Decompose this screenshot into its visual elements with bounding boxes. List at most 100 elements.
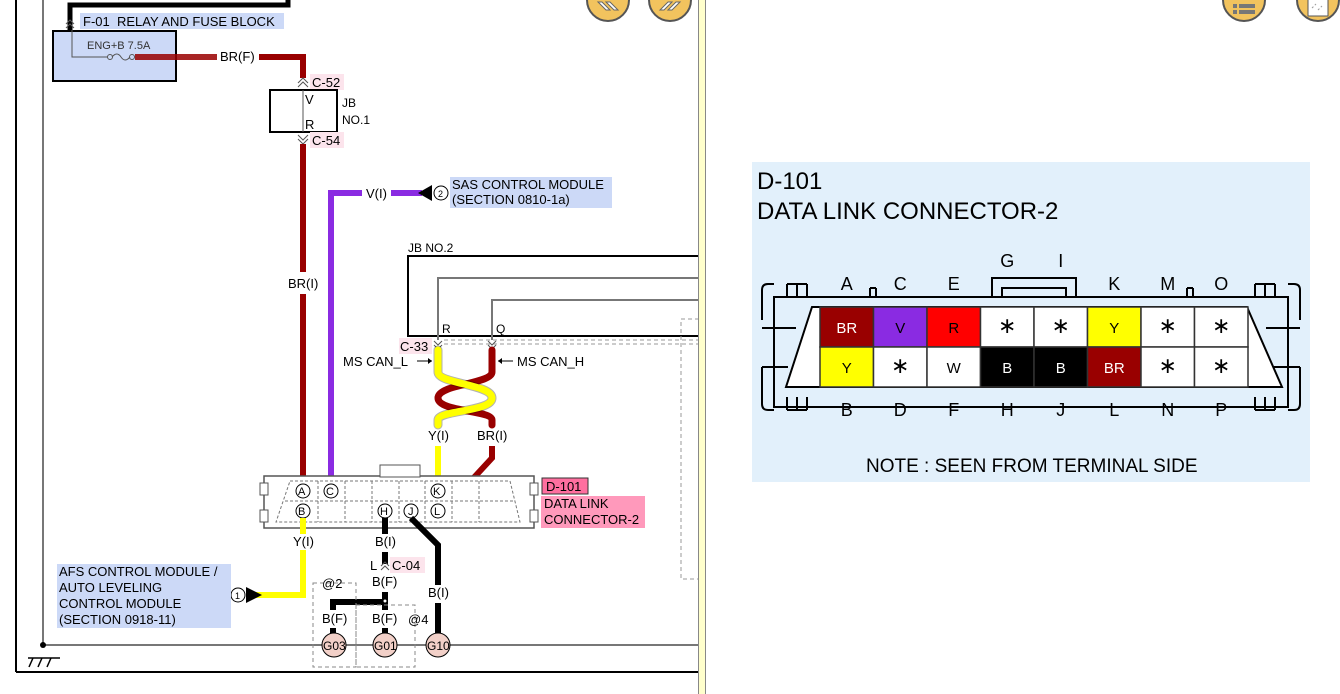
bri-twist-label: BR(I)	[477, 428, 507, 443]
sas-label-2[interactable]: (SECTION 0810-1a)	[452, 192, 570, 207]
ground-junction	[40, 642, 46, 648]
pin-cell-g[interactable]: ∗	[979, 306, 1035, 348]
notes-button[interactable]	[1296, 0, 1340, 22]
pin-cell-l[interactable]: BR	[1086, 346, 1142, 388]
afs-arrow-icon	[246, 587, 262, 603]
c33-label: C-33	[400, 339, 428, 354]
dlc-name-bg	[541, 496, 645, 528]
connector-code: D-101	[757, 168, 823, 195]
pin-wire-color: BR	[836, 320, 857, 337]
pin-cell-k[interactable]: Y	[1086, 306, 1142, 348]
bf-top-label: B(F)	[372, 574, 397, 589]
connector-title: DATA LINK CONNECTOR-2	[757, 198, 1059, 225]
can-h-twisted-wire	[434, 346, 496, 429]
bi-h-label: B(I)	[375, 534, 396, 549]
pin-cell-e[interactable]: R	[926, 306, 982, 348]
c52-label-bg	[310, 74, 344, 90]
svg-text:B: B	[298, 506, 305, 518]
pin-cell-h[interactable]: B	[979, 346, 1035, 388]
dlc-connector[interactable]	[259, 464, 539, 529]
pin-wire-color: ∗	[1159, 313, 1177, 338]
jb2-internal-r	[437, 277, 698, 340]
c54-label: C-54	[312, 133, 340, 148]
pin-cell-m[interactable]: ∗	[1140, 306, 1196, 348]
pin-wire-color: W	[947, 360, 962, 377]
pin-l[interactable]: L	[430, 503, 446, 519]
svg-text:G10: G10	[427, 639, 450, 653]
pin-cell-c[interactable]: V	[872, 306, 928, 348]
svg-text:J: J	[408, 506, 414, 518]
pin-cell-o[interactable]: ∗	[1193, 306, 1249, 348]
pin-cell-i[interactable]: ∗	[1033, 306, 1089, 348]
pin-k[interactable]: K	[430, 483, 446, 499]
afs-label-3[interactable]: CONTROL MODULE	[59, 596, 182, 611]
jb2-box[interactable]	[407, 255, 698, 337]
dashed-region-right	[680, 318, 698, 580]
fuse-lead	[71, 30, 108, 58]
svg-text:H: H	[380, 506, 388, 518]
list-icon	[1233, 4, 1255, 14]
sas-ref-number: 2	[438, 189, 443, 199]
jb2-pin-r: R	[442, 322, 451, 336]
pin-label-g: G	[1000, 251, 1014, 271]
bi-j-label: B(I)	[428, 585, 449, 600]
c52-label: C-52	[312, 75, 340, 90]
pin-cell-f[interactable]: W	[926, 346, 982, 388]
afs-label-1[interactable]: AFS CONTROL MODULE /	[59, 564, 218, 579]
ground-g03[interactable]: G03	[321, 632, 347, 658]
pin-label-n: N	[1161, 400, 1174, 420]
pin-label-l: L	[1109, 400, 1119, 420]
pin-a[interactable]: A	[295, 483, 311, 499]
can-h-arrowhead-icon	[498, 358, 502, 364]
jb2-pin-q: Q	[496, 322, 505, 336]
pin-cell-a[interactable]: BR	[819, 306, 875, 348]
afs-label-4[interactable]: (SECTION 0918-11)	[59, 612, 176, 627]
pin-cell-d[interactable]: ∗	[872, 346, 928, 388]
afs-label-2[interactable]: AUTO LEVELING	[59, 580, 162, 595]
pin-label-o: O	[1214, 274, 1228, 294]
relay-block-name: RELAY AND FUSE BLOCK	[117, 14, 275, 29]
afs-label-bg[interactable]	[57, 564, 231, 628]
pin-label-p: P	[1215, 400, 1227, 420]
pin-label-e: E	[948, 274, 960, 294]
list-menu-button[interactable]	[1222, 0, 1266, 22]
pin-wire-color: B	[1002, 360, 1012, 377]
can-h-label: MS CAN_H	[517, 354, 584, 369]
svg-text:K: K	[433, 486, 441, 498]
pin-b[interactable]: B	[295, 503, 311, 519]
pin-cell-n[interactable]: ∗	[1140, 346, 1196, 388]
fuse-label: ENG+B 7.5A	[87, 40, 151, 52]
pin-j[interactable]: J	[403, 503, 419, 519]
pin-wire-color: ∗	[1052, 313, 1070, 338]
bi-wire-j-a	[408, 515, 441, 585]
pin-cell-j[interactable]: B	[1033, 346, 1089, 388]
svg-text:G03: G03	[323, 639, 346, 653]
brf-wire-label: BR(F)	[220, 49, 255, 64]
bf-g03-label: B(F)	[322, 611, 347, 626]
ground-g01[interactable]: G01	[372, 632, 398, 658]
pin-c[interactable]: C	[323, 483, 339, 499]
pane-splitter[interactable]	[698, 0, 706, 694]
schematic-pane: F-01 RELAY AND FUSE BLOCK ENG+B 7.5A BR(…	[15, 0, 698, 673]
c04-label: C-04	[392, 558, 420, 573]
c04-chevron-icon	[380, 561, 390, 571]
afs-ref-number: 1	[235, 591, 240, 601]
jb2-label: JB NO.2	[408, 241, 454, 255]
ground-g10[interactable]: G10	[425, 632, 451, 658]
relay-block-label-bg	[80, 13, 284, 29]
sas-label-1[interactable]: SAS CONTROL MODULE	[452, 177, 604, 192]
pin-wire-color: BR	[1104, 360, 1125, 377]
jb2-internal-q	[491, 299, 698, 340]
pin-cell-b[interactable]: Y	[819, 346, 875, 388]
c04-label-bg	[390, 557, 425, 573]
c54-label-bg	[310, 132, 344, 148]
can-l-label: MS CAN_L	[343, 354, 408, 369]
dlc-name-1: DATA LINK	[544, 496, 609, 511]
pin-h[interactable]: H	[377, 503, 393, 519]
vi-wire-label: V(I)	[366, 186, 387, 201]
connector-view-panel: D-101 DATA LINK CONNECTOR-2	[752, 162, 1310, 482]
sas-label-bg[interactable]	[450, 177, 612, 208]
pin-label-f: F	[948, 400, 959, 420]
pin-cell-p[interactable]: ∗	[1193, 346, 1249, 388]
